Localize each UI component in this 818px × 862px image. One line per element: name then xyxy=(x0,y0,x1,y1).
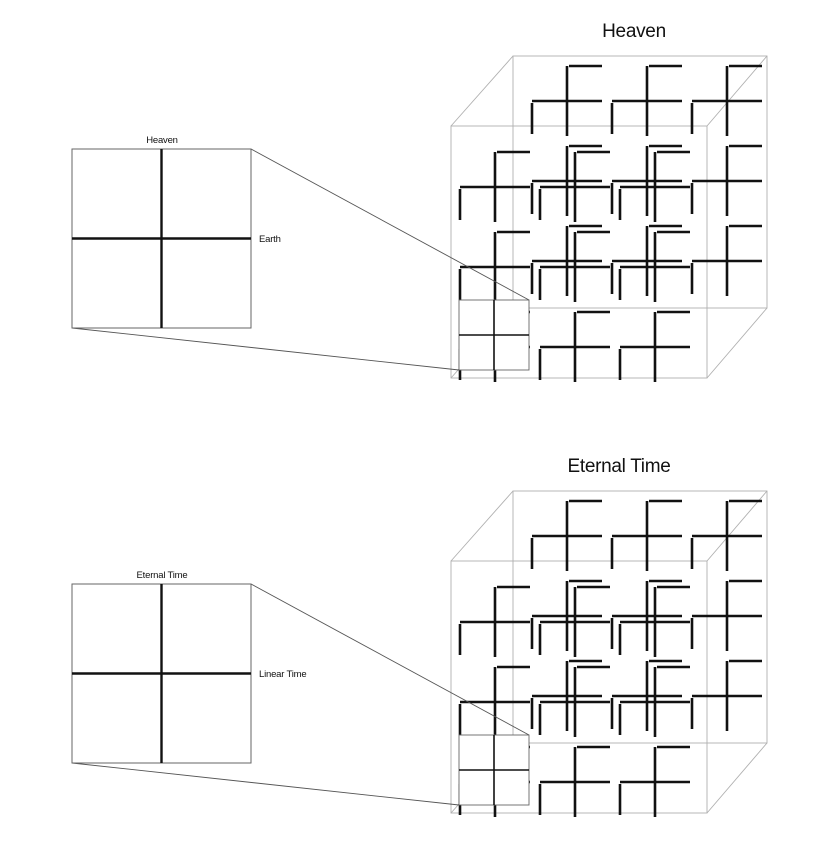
cross-tile-l1-r2-c2 xyxy=(618,310,690,382)
cross-tile-l1-r1-c0 xyxy=(458,230,530,302)
cross-tile-l1-r1-c1 xyxy=(538,665,610,737)
square-top-label: Heaven xyxy=(146,135,178,146)
cross-tile-l0-r2-c2 xyxy=(690,659,762,731)
square-top-label: Eternal Time xyxy=(137,570,188,581)
cross-tile-l0-r1-c1 xyxy=(610,579,682,651)
square-side-label: Earth xyxy=(259,234,281,245)
highlighted-unit-box xyxy=(458,299,530,371)
cross-tile-l1-r1-c0 xyxy=(458,665,530,737)
cross-tile-l1-r2-c2 xyxy=(618,745,690,817)
cross-tile-l1-r1-c1 xyxy=(538,230,610,302)
cross-tile-l0-r0-c1 xyxy=(610,499,682,571)
enlarged-square xyxy=(71,148,252,329)
cross-tile-l0-r2-c1 xyxy=(610,659,682,731)
callout-line-top xyxy=(250,148,530,301)
cross-tile-l0-r1-c2 xyxy=(690,579,762,651)
highlighted-unit-box xyxy=(458,734,530,806)
panel-eternal-time: Eternal Time Eternal Time Linear Time xyxy=(71,456,768,817)
callout-line-bottom xyxy=(71,762,460,806)
cross-tile-l1-r0-c2 xyxy=(618,585,690,657)
callout-line-bottom xyxy=(71,327,460,371)
cross-tile-l1-r0-c0 xyxy=(458,150,530,222)
cross-tile-l0-r2-c1 xyxy=(610,224,682,296)
cross-tile-lattice xyxy=(458,64,762,382)
cross-tile-l0-r1-c0 xyxy=(530,144,602,216)
cross-tile-l0-r0-c0 xyxy=(530,499,602,571)
cross-tile-l0-r1-c2 xyxy=(690,144,762,216)
cross-tile-l1-r1-c2 xyxy=(618,230,690,302)
panel-heaven: Heaven Heaven Earth xyxy=(71,21,768,382)
cross-tile-l0-r2-c0 xyxy=(530,659,602,731)
square-side-label: Linear Time xyxy=(259,669,306,680)
cross-tile-l0-r0-c1 xyxy=(610,64,682,136)
cross-tile-l0-r2-c0 xyxy=(530,224,602,296)
cross-tile-l1-r0-c0 xyxy=(458,585,530,657)
cross-tile-l1-r2-c1 xyxy=(538,745,610,817)
cube-title-eternal-time: Eternal Time xyxy=(567,456,670,477)
cross-tile-l0-r1-c1 xyxy=(610,144,682,216)
cube-title-heaven: Heaven xyxy=(602,21,666,42)
cross-tile-l0-r0-c0 xyxy=(530,64,602,136)
cross-tile-l1-r0-c1 xyxy=(538,585,610,657)
enlarged-square xyxy=(71,583,252,764)
cross-tile-l1-r2-c1 xyxy=(538,310,610,382)
cross-tile-l0-r0-c2 xyxy=(690,64,762,136)
cross-tile-l0-r1-c0 xyxy=(530,579,602,651)
cross-tile-l0-r0-c2 xyxy=(690,499,762,571)
cross-tile-l0-r2-c2 xyxy=(690,224,762,296)
cross-tile-l1-r0-c1 xyxy=(538,150,610,222)
callout-line-top xyxy=(250,583,530,736)
cross-tile-l1-r1-c2 xyxy=(618,665,690,737)
cross-tile-l1-r0-c2 xyxy=(618,150,690,222)
